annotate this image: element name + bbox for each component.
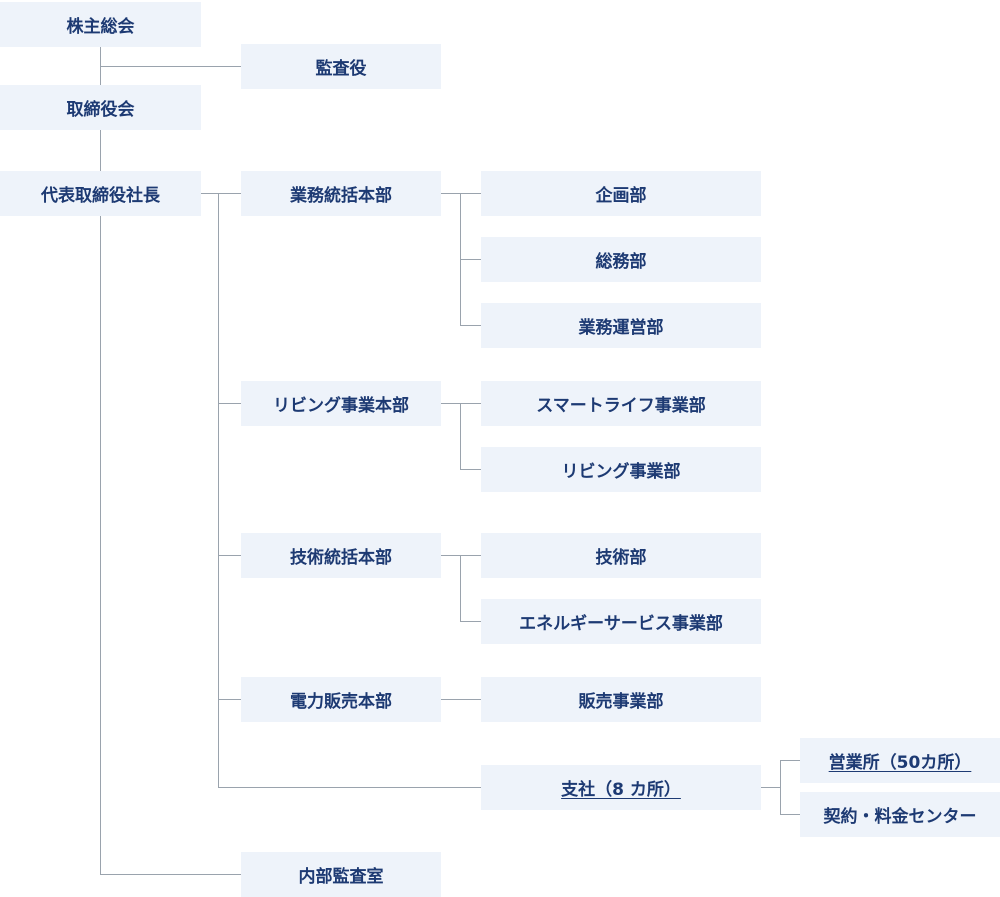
president-box: 代表取締役社長 [0, 171, 201, 216]
tech-hq-box: 技術統括本部 [241, 533, 441, 578]
board-label: 取締役会 [66, 100, 135, 120]
board-box: 取締役会 [0, 85, 201, 130]
president-label: 代表取締役社長 [41, 186, 160, 206]
living-hq-box: リビング事業本部 [241, 381, 441, 426]
living-hq-label: リビング事業本部 [273, 396, 409, 416]
auditor-box: 監査役 [241, 44, 441, 89]
tech-dept-box: 技術部 [481, 533, 761, 578]
contract-center-label: 契約・料金センター [823, 807, 977, 827]
sales-offices-link-label[interactable]: 営業所（50カ所） [828, 753, 972, 773]
planning-dept-box: 企画部 [481, 171, 761, 216]
smart-life-division-label: スマートライフ事業部 [536, 396, 706, 416]
shareholders-meeting-box: 株主総会 [0, 2, 201, 47]
smart-life-division-box: スマートライフ事業部 [481, 381, 761, 426]
branches-link[interactable]: 支社（8 カ所） [481, 765, 761, 810]
planning-dept-label: 企画部 [595, 186, 647, 206]
energy-service-division-label: エネルギーサービス事業部 [519, 614, 723, 634]
ops-hq-label: 業務統括本部 [290, 186, 392, 206]
contract-center-box: 契約・料金センター [800, 792, 1000, 837]
branches-link-label[interactable]: 支社（8 カ所） [561, 780, 681, 800]
ops-management-dept-box: 業務運営部 [481, 303, 761, 348]
tech-hq-label: 技術統括本部 [290, 548, 392, 568]
sales-offices-link[interactable]: 営業所（50カ所） [800, 738, 1000, 783]
living-division-label: リビング事業部 [561, 462, 681, 482]
ops-hq-box: 業務統括本部 [241, 171, 441, 216]
internal-audit-box: 内部監査室 [241, 852, 441, 897]
tech-dept-label: 技術部 [595, 548, 647, 568]
general-affairs-dept-box: 総務部 [481, 237, 761, 282]
shareholders-meeting-label: 株主総会 [66, 17, 135, 37]
energy-service-division-box: エネルギーサービス事業部 [481, 599, 761, 644]
sales-division-box: 販売事業部 [481, 677, 761, 722]
internal-audit-label: 内部監査室 [298, 867, 384, 887]
auditor-label: 監査役 [315, 59, 367, 79]
general-affairs-dept-label: 総務部 [595, 252, 647, 272]
power-sales-hq-box: 電力販売本部 [241, 677, 441, 722]
ops-management-dept-label: 業務運営部 [578, 318, 664, 338]
living-division-box: リビング事業部 [481, 447, 761, 492]
sales-division-label: 販売事業部 [578, 692, 664, 712]
power-sales-hq-label: 電力販売本部 [290, 692, 392, 712]
